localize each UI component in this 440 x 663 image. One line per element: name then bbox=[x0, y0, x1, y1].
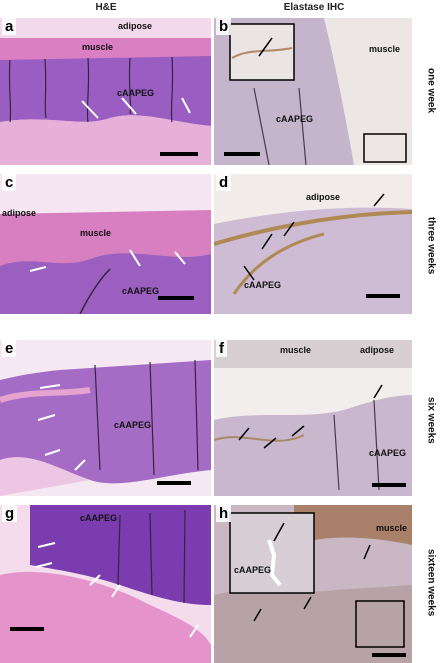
label-b-muscle: muscle bbox=[369, 44, 401, 54]
panel-letter-h: h bbox=[216, 505, 232, 522]
panel-e: e cAAPEG bbox=[0, 340, 211, 496]
row-label-one-week: one week bbox=[425, 68, 437, 114]
label-b-caapeg: cAAPEG bbox=[276, 114, 314, 124]
label-c-muscle: muscle bbox=[80, 228, 112, 238]
label-f-caapeg: cAAPEG bbox=[369, 448, 407, 458]
scale-bar-e bbox=[157, 481, 191, 485]
panel-h-image bbox=[214, 505, 412, 663]
panel-b: b muscle cAAPEG bbox=[214, 18, 412, 165]
panel-b-image bbox=[214, 18, 412, 165]
label-a-caapeg: cAAPEG bbox=[117, 88, 155, 98]
label-c-adipose: adipose bbox=[2, 208, 37, 218]
panel-a-image bbox=[0, 18, 211, 165]
panel-c-image bbox=[0, 174, 211, 314]
label-f-muscle: muscle bbox=[280, 345, 312, 355]
panel-letter-e: e bbox=[2, 340, 17, 357]
column-header-elastase: Elastase IHC bbox=[283, 2, 345, 13]
scale-bar-a bbox=[160, 152, 198, 156]
label-a-muscle: muscle bbox=[82, 42, 114, 52]
panel-d-image bbox=[214, 174, 412, 314]
panel-g-image bbox=[0, 505, 211, 663]
panel-letter-c: c bbox=[2, 174, 17, 191]
label-g-caapeg: cAAPEG bbox=[80, 513, 118, 523]
scale-bar-h bbox=[372, 653, 406, 657]
panel-g: g cAAPEG bbox=[0, 505, 211, 663]
row-label-three-weeks: three weeks bbox=[425, 217, 437, 275]
label-d-caapeg: cAAPEG bbox=[244, 280, 282, 290]
panel-a: a adipose muscle cAAPEG bbox=[0, 18, 211, 165]
label-e-caapeg: cAAPEG bbox=[114, 420, 152, 430]
scale-bar-d bbox=[366, 294, 400, 298]
panel-letter-a: a bbox=[2, 18, 17, 35]
scale-bar-c bbox=[158, 296, 194, 300]
panel-h: h muscle cAAPEG bbox=[214, 505, 412, 663]
column-header-he: H&E bbox=[95, 2, 117, 13]
label-d-adipose: adipose bbox=[306, 192, 341, 202]
scale-bar-g bbox=[10, 627, 44, 631]
label-f-adipose: adipose bbox=[360, 345, 395, 355]
label-c-caapeg: cAAPEG bbox=[122, 286, 160, 296]
panel-d: d adipose cAAPEG bbox=[214, 174, 412, 314]
label-a-adipose: adipose bbox=[118, 21, 153, 31]
panel-c: c adipose muscle cAAPEG bbox=[0, 174, 211, 314]
panel-f: f muscle adipose cAAPEG bbox=[214, 340, 412, 496]
scale-bar-f bbox=[372, 483, 406, 487]
label-h-muscle: muscle bbox=[376, 523, 408, 533]
panel-e-image bbox=[0, 340, 211, 496]
panel-letter-d: d bbox=[216, 174, 232, 191]
row-label-sixteen-weeks: sixteen weeks bbox=[425, 548, 437, 617]
panel-letter-g: g bbox=[2, 505, 18, 522]
panel-letter-b: b bbox=[216, 18, 232, 35]
scale-bar-b bbox=[224, 152, 260, 156]
panel-f-image bbox=[214, 340, 412, 496]
panel-letter-f: f bbox=[216, 340, 227, 357]
row-label-six-weeks: six weeks bbox=[425, 396, 437, 444]
label-h-caapeg: cAAPEG bbox=[234, 565, 272, 575]
